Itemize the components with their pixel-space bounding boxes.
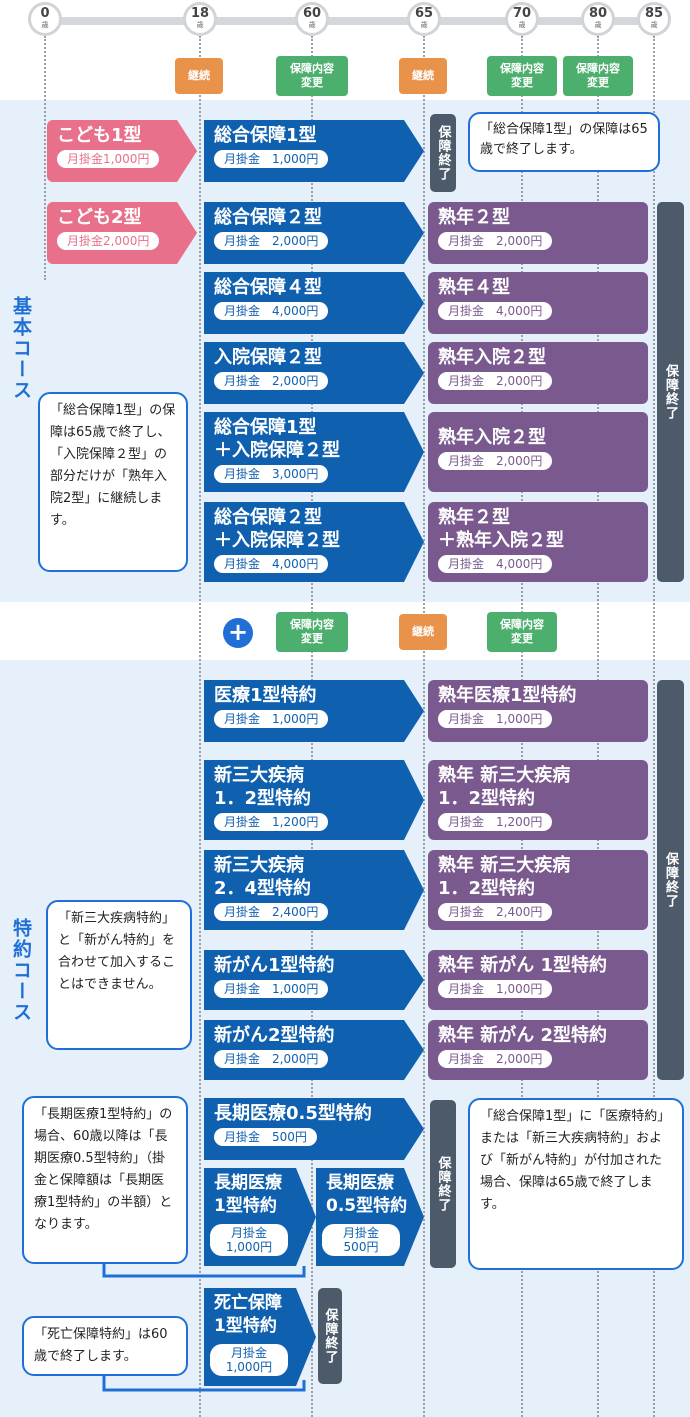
- timeline-bar: [44, 17, 656, 25]
- hospital-2-plan: 入院保障２型月掛金 2,000円: [204, 342, 424, 404]
- general-2-plan: 総合保障２型月掛金 2,000円: [204, 202, 424, 264]
- note-death: 「死亡保障特約」は60歳で終了します。: [22, 1316, 188, 1376]
- coverage-end-85-basic: 保障終了: [657, 202, 684, 582]
- change-tag-80: 保障内容 変更: [563, 56, 633, 96]
- note-cancer-exclusive: 「新三大疾病特約」と「新がん特約」を合わせて加入することはできません。: [46, 900, 192, 1050]
- age-0-line: [44, 36, 46, 280]
- senior-hospital-2-plan: 熟年入院２型月掛金 2,000円: [428, 342, 648, 404]
- coverage-end-65: 保障終了: [430, 114, 456, 192]
- senior-cancer-2-rider: 熟年 新がん 2型特約月掛金 2,000円: [428, 1020, 648, 1080]
- note-general-1-rider-end: 「総合保障1型」に「医療特約」または「新三大疾病特約」および「新がん特約」が付加…: [468, 1098, 684, 1270]
- senior-2-plan: 熟年２型月掛金 2,000円: [428, 202, 648, 264]
- change-tag-70: 保障内容 変更: [487, 56, 557, 96]
- continue-tag-mid-65: 継続: [399, 614, 447, 650]
- change-tag-mid-60: 保障内容 変更: [276, 612, 348, 652]
- senior-medical-1-rider: 熟年医療1型特約月掛金 1,000円: [428, 680, 648, 742]
- senior-4-plan: 熟年４型月掛金 4,000円: [428, 272, 648, 334]
- cancer-1-rider: 新がん1型特約月掛金 1,000円: [204, 950, 424, 1010]
- general-2-hospital-2-plan: 総合保障２型＋入院保障２型月掛金 4,000円: [204, 502, 424, 582]
- rider-course-label: 特約コース: [10, 918, 32, 1023]
- coverage-end-death: 保障終了: [318, 1288, 342, 1384]
- coverage-end-85-rider: 保障終了: [657, 680, 684, 1080]
- continue-tag-18: 継続: [175, 58, 223, 94]
- kids-1-plan: こども1型月掛金1,000円: [47, 120, 197, 182]
- kids-2-plan: こども2型月掛金2,000円: [47, 202, 197, 264]
- continue-tag-65: 継続: [399, 58, 447, 94]
- cancer-2-rider: 新がん2型特約月掛金 2,000円: [204, 1020, 424, 1080]
- note-long-term: 「長期医療1型特約」の場合、60歳以降は「長期医療0.5型特約」（掛金と保障額は…: [22, 1096, 188, 1264]
- age-18-line: [199, 36, 201, 1417]
- medical-1-rider: 医療1型特約月掛金 1,000円: [204, 680, 424, 742]
- general-4-plan: 総合保障４型月掛金 4,000円: [204, 272, 424, 334]
- coverage-end-long-term: 保障終了: [430, 1100, 456, 1268]
- age-85-line: [653, 36, 655, 1417]
- age-65-line: [423, 36, 425, 1417]
- note-general-1-ends: 「総合保障1型」の保障は65歳で終了します。: [468, 112, 660, 172]
- senior-hospital-2-plan-b: 熟年入院２型月掛金 2,000円: [428, 412, 648, 492]
- senior-2-hospital-2-plan: 熟年２型＋熟年入院２型月掛金 4,000円: [428, 502, 648, 582]
- change-tag-mid-70: 保障内容 変更: [487, 612, 557, 652]
- plus-icon: +: [223, 618, 253, 648]
- senior-cancer-1-rider: 熟年 新がん 1型特約月掛金 1,000円: [428, 950, 648, 1010]
- note-general-1-hospital: 「総合保障1型」の保障は65歳で終了し、「入院保障２型」の部分だけが「熟年入院2…: [38, 392, 188, 572]
- general-1-hospital-2-plan: 総合保障1型＋入院保障２型月掛金 3,000円: [204, 412, 424, 492]
- basic-course-label: 基本コース: [10, 296, 32, 401]
- long-term-05-rider: 長期医療0.5型特約月掛金 500円: [204, 1098, 424, 1160]
- change-tag-60: 保障内容 変更: [276, 56, 348, 96]
- general-1-plan: 総合保障1型月掛金 1,000円: [204, 120, 424, 182]
